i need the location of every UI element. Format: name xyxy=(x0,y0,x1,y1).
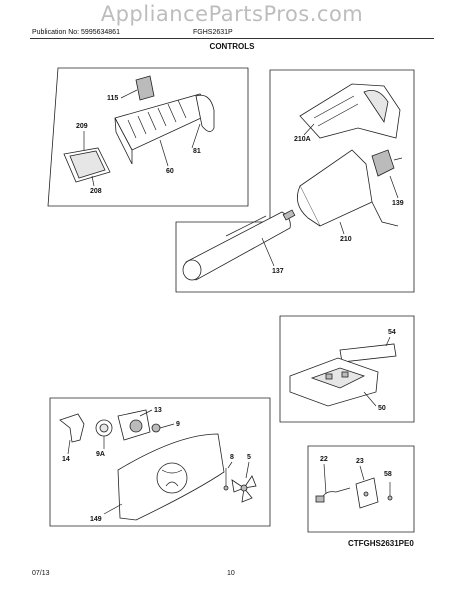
label-22: 22 xyxy=(320,456,328,463)
label-137: 137 xyxy=(272,268,284,275)
part-9-grommet xyxy=(151,423,161,433)
part-137-filter-cartridge xyxy=(182,209,296,281)
housing-box: 210A 139 210 137 xyxy=(175,69,415,293)
label-210: 210 xyxy=(340,236,352,243)
part-50-control-board xyxy=(289,357,379,407)
label-50: 50 xyxy=(378,405,386,412)
part-8-screw xyxy=(223,468,229,491)
part-115-clip xyxy=(135,75,155,101)
label-81: 81 xyxy=(193,148,201,155)
part-210A-housing-top xyxy=(299,83,401,139)
part-54-bracket xyxy=(339,343,397,363)
label-9A: 9A xyxy=(96,451,105,458)
diagram-code: CTFGHS2631PE0 xyxy=(348,539,414,548)
label-115: 115 xyxy=(107,95,118,102)
sensor-box: 22 23 58 CTFGHS2631PE0 xyxy=(307,445,415,548)
part-60-grille xyxy=(114,93,215,165)
part-22-harness xyxy=(315,487,351,503)
footer-date: 07/13 xyxy=(32,570,50,577)
label-210A: 210A xyxy=(294,136,311,143)
part-209-filter xyxy=(63,147,111,183)
section-title: CONTROLS xyxy=(209,42,255,51)
publication-number: Publication No: 5995634861 xyxy=(32,29,120,36)
part-81-damper xyxy=(191,123,201,149)
label-54: 54 xyxy=(388,329,396,336)
watermark: AppliancePartsPros.com xyxy=(100,2,364,26)
diffuser-box: 115 209 208 60 81 xyxy=(47,67,249,207)
part-23-sensor xyxy=(355,477,379,509)
label-8: 8 xyxy=(230,454,234,461)
label-209: 209 xyxy=(76,123,88,130)
label-208: 208 xyxy=(90,188,102,195)
label-60: 60 xyxy=(166,168,174,175)
part-149-fan-housing xyxy=(117,433,225,521)
fan-box: 13 9 9A 14 149 8 5 xyxy=(49,397,271,527)
label-149: 149 xyxy=(90,516,102,523)
model-number: FGHS2631P xyxy=(193,29,233,36)
label-58: 58 xyxy=(384,471,392,478)
control-board-box: 54 50 xyxy=(279,315,415,423)
label-14: 14 xyxy=(62,456,70,463)
part-9A-wheel xyxy=(95,419,113,437)
header-rule xyxy=(30,38,434,39)
part-13-motor xyxy=(117,409,151,441)
label-9: 9 xyxy=(176,421,180,428)
part-58-screw xyxy=(387,482,393,501)
part-14-bracket xyxy=(59,413,85,443)
part-210-housing xyxy=(296,149,399,227)
part-139-switch xyxy=(371,149,403,177)
page-number: 10 xyxy=(227,570,235,577)
label-23: 23 xyxy=(356,458,364,465)
label-5: 5 xyxy=(247,454,251,461)
part-5-blade xyxy=(231,475,257,503)
label-13: 13 xyxy=(154,407,162,414)
label-139: 139 xyxy=(392,200,404,207)
